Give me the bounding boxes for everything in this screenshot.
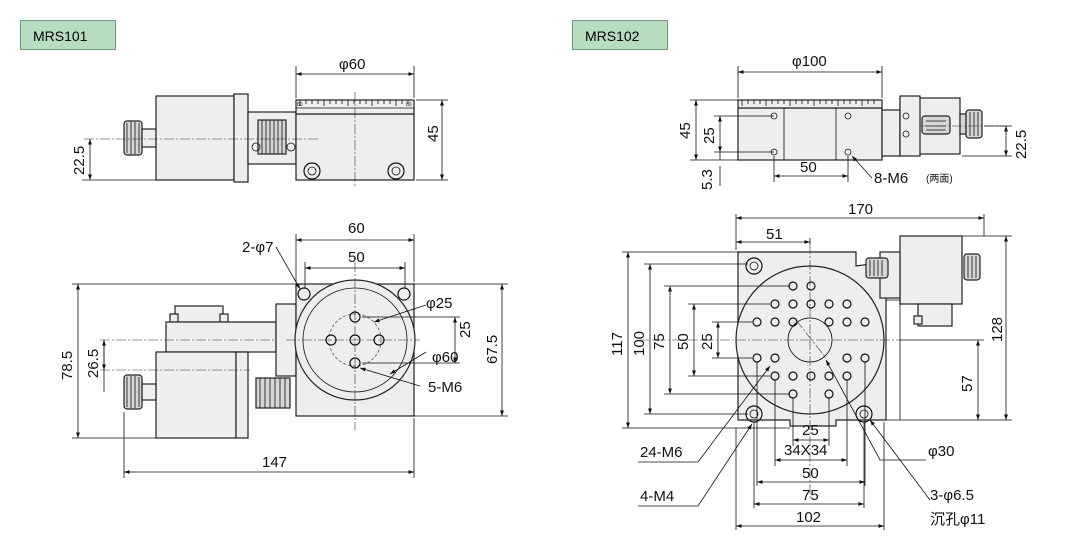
dim-mrs101-width-inner: 50 — [348, 249, 365, 266]
model-tag-mrs101: MRS101 — [20, 20, 116, 50]
model-tag-mrs102: MRS102 — [572, 20, 668, 50]
dim-mrs102-side-shaft: 22.5 — [1013, 130, 1030, 159]
dim-mrs101-pitch: 25 — [457, 321, 474, 338]
label-mrs101-pin-holes: 2-φ7 — [242, 239, 273, 256]
label-mrs102-bore: φ30 — [928, 443, 954, 460]
label-mrs101-table: φ60 — [432, 349, 458, 366]
dim-mrs102-h75: 75 — [651, 333, 668, 350]
motor-body — [155, 95, 235, 181]
dim-mrs102-h57: 57 — [959, 375, 976, 392]
svg-text:80: 80 — [297, 102, 303, 108]
coupling-shape — [255, 377, 291, 409]
dim-mrs102-grid: 34X34 — [784, 442, 827, 459]
motor-body — [899, 235, 963, 305]
dim-mrs102-h50: 50 — [675, 333, 692, 350]
label-mrs102-cbore2: 沉孔φ11 — [930, 511, 985, 528]
label-mrs101-taps: 5-M6 — [428, 379, 462, 396]
dim-mrs102-grid25: 25 — [802, 422, 819, 439]
dim-mrs102-overall-width: 170 — [848, 201, 873, 218]
coupling-shape — [257, 119, 287, 155]
label-mrs102-side-taps-note: (两面) — [926, 174, 953, 185]
dim-mrs102-side-pitch: 50 — [800, 159, 817, 176]
dim-mrs102-w50: 50 — [802, 465, 819, 482]
label-mrs101-bolt-circle: φ25 — [426, 295, 452, 312]
pin-hole — [297, 287, 311, 301]
label-mrs102-taps24: 24-M6 — [640, 444, 683, 461]
stage-body — [737, 107, 883, 161]
dim-mrs102-side-height: 45 — [677, 122, 694, 139]
tap-grid — [752, 281, 870, 399]
dim-mrs102-w75: 75 — [802, 487, 819, 504]
dim-mrs101-axis-offset: 26.5 — [85, 349, 102, 378]
label-mrs102-cbore: 3-φ6.5 — [930, 487, 974, 504]
pin-hole — [397, 287, 411, 301]
svg-text:80: 80 — [406, 102, 412, 108]
dim-mrs101-overall-height: 78.5 — [59, 351, 76, 380]
dim-mrs102-side-upper: 25 — [701, 127, 718, 144]
dim-mrs101-overall-length: 147 — [262, 454, 287, 471]
mrs101-top-view — [72, 234, 508, 478]
dim-mrs102-h25: 25 — [699, 333, 716, 350]
dim-mrs102-overall-height: 128 — [989, 317, 1006, 342]
mrs101-side-view: 80 80 — [82, 66, 448, 188]
dim-mrs101-width-outer: 60 — [348, 220, 365, 237]
counterbore-hole — [745, 257, 763, 275]
dim-mrs102-h117: 117 — [609, 332, 626, 356]
motor-body — [155, 351, 237, 439]
dim-mrs101-side-shaft: 22.5 — [71, 146, 88, 175]
dim-mrs101-side-height: 45 — [425, 125, 442, 142]
mount-hole — [387, 162, 405, 180]
dim-mrs102-w102: 102 — [796, 509, 821, 526]
label-mrs102-side-taps: 8-M6 — [874, 170, 908, 187]
dim-mrs102-h100: 100 — [631, 331, 648, 356]
dim-mrs102-offset: 51 — [766, 226, 783, 243]
dim-mrs101-side-dia: φ60 — [339, 56, 365, 73]
label-mrs102-m4: 4-M4 — [640, 488, 674, 505]
dim-mrs102-side-dia: φ100 — [792, 53, 827, 70]
mount-hole — [303, 162, 321, 180]
dim-mrs101-depth: 67.5 — [484, 335, 501, 364]
mrs102-side-view — [690, 66, 1012, 186]
dim-mrs102-side-lower: 5.3 — [699, 169, 716, 190]
mrs102-top-view — [622, 214, 1012, 530]
